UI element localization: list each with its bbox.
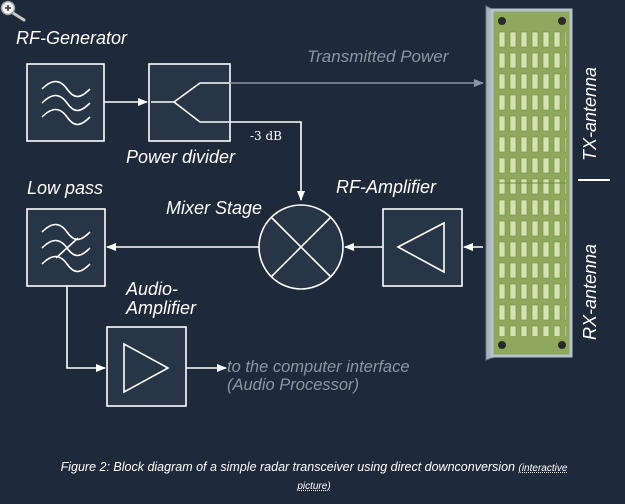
computer-interface-label-line1: to the computer interface: [227, 358, 410, 376]
mixer-block: [258, 204, 344, 290]
transmitted-power-label: Transmitted Power: [307, 47, 450, 66]
splitter-icon: [151, 82, 229, 103]
amplifier-triangle-icon: [396, 221, 445, 274]
low-pass-block: [26, 208, 106, 287]
power-divider-block: [148, 63, 231, 142]
attenuation-label: -3 dB: [250, 129, 282, 143]
sine-wave-icon: [41, 80, 91, 98]
caption-text: Figure 2: Block diagram of a simple rada…: [60, 460, 515, 474]
rf-generator-block: [26, 63, 105, 142]
audio-amplifier-label-line2: Amplifier: [125, 298, 197, 318]
low-pass-to-audio-amp-arrow: [66, 286, 106, 372]
rx-antenna-label: RX-antenna: [580, 244, 600, 340]
tx-antenna-label: TX-antenna: [580, 67, 600, 161]
computer-interface-label-line2: (Audio Processor): [227, 376, 359, 394]
audio-amplifier-block: [106, 326, 187, 407]
filter-wave-icon: [41, 223, 91, 241]
rf-generator-label: RF-Generator: [16, 28, 128, 48]
rf-amplifier-label: RF-Amplifier: [336, 177, 437, 197]
divider-to-mixer-arrow: [230, 121, 305, 201]
power-divider-label: Power divider: [126, 147, 236, 167]
interactive-picture-link-part2[interactable]: picture): [297, 481, 331, 492]
rf-amplifier-block: [382, 208, 463, 287]
interactive-picture-link-part1[interactable]: (interactive: [518, 463, 568, 474]
audio-amplifier-label-line1: Audio-: [125, 279, 178, 299]
audio-amplifier-triangle-icon: [123, 342, 170, 394]
low-pass-label: Low pass: [27, 178, 103, 198]
antenna-panel: [485, 5, 573, 361]
figure-caption: Figure 2: Block diagram of a simple rada…: [14, 459, 614, 495]
mixer-stage-label: Mixer Stage: [166, 198, 262, 218]
zoom-in-icon[interactable]: [0, 0, 28, 24]
